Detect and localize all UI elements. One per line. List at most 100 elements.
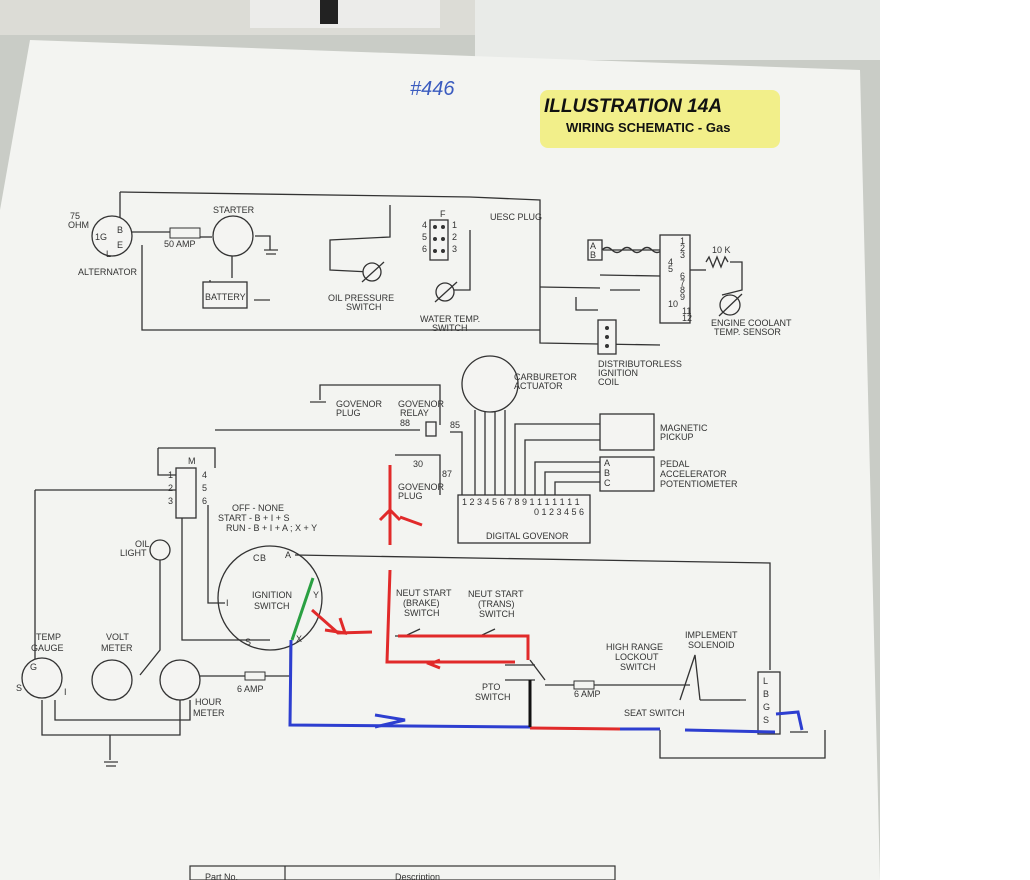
carburetor-actuator xyxy=(461,355,519,413)
temp-pin-s: S xyxy=(16,683,22,693)
starter xyxy=(212,215,254,257)
highlight xyxy=(540,90,780,148)
digital-governor xyxy=(457,494,591,544)
svg-text:3: 3 xyxy=(680,250,685,260)
gov-plug-label-2: PLUG xyxy=(336,408,361,418)
ecu-connector xyxy=(659,234,691,324)
neut-brake-label-3: SWITCH xyxy=(404,608,440,618)
pedal-pin-b: B xyxy=(604,468,610,478)
fuse-50amp xyxy=(169,227,201,239)
f-pin-2: 2 xyxy=(452,232,457,242)
lbgs-pin-s: S xyxy=(763,715,769,725)
temp-gauge-label-2: GAUGE xyxy=(31,643,64,653)
ign-pin-y: Y xyxy=(313,590,319,600)
dist-label-3: COIL xyxy=(598,377,619,387)
oil-pressure-label: OIL PRESSURE xyxy=(328,293,394,303)
coolant-label-2: TEMP. SENSOR xyxy=(714,327,781,337)
resistor-10k-label: 10 K xyxy=(712,245,731,255)
oil-light-label: OIL xyxy=(135,539,150,549)
connector-f xyxy=(429,219,449,261)
gov-plug2-label: GOVENOR xyxy=(398,482,445,492)
volt-meter-label: VOLT xyxy=(106,632,129,642)
temp-pin-i: I xyxy=(64,687,67,697)
pedal-potentiometer xyxy=(599,456,655,492)
oil-light-label-2: LIGHT xyxy=(120,548,147,558)
device-slot xyxy=(320,0,338,24)
ign-pin-c: C xyxy=(253,553,260,563)
battery xyxy=(202,281,248,309)
ecu-pins: 1 2 3 4 5 6 7 8 9 10 11 12 xyxy=(668,236,692,323)
alt-pin-l: L xyxy=(106,249,111,259)
oil-pressure-label-2: SWITCH xyxy=(346,302,382,312)
svg-text:9: 9 xyxy=(680,292,685,302)
page-subtitle: WIRING SCHEMATIC - Gas xyxy=(566,120,730,135)
hour-meter-label-2: METER xyxy=(193,708,225,718)
implement-label-2: SOLENOID xyxy=(688,640,735,650)
ab-pin-b: B xyxy=(590,250,596,260)
temp-pin-g: G xyxy=(30,662,37,672)
volt-meter xyxy=(91,659,133,701)
relay-pin-88: 88 xyxy=(400,418,410,428)
m-connector-label: M xyxy=(188,456,196,466)
svg-text:12: 12 xyxy=(682,313,692,323)
neut-brake-label: NEUT START xyxy=(396,588,452,598)
ground-symbols xyxy=(104,249,808,767)
alt-pin-1g: 1G xyxy=(95,232,107,242)
gov-plug-label: GOVENOR xyxy=(336,399,383,409)
red-path xyxy=(311,465,621,731)
m-pin-4: 4 xyxy=(202,470,207,480)
volt-meter-label-2: METER xyxy=(101,643,133,653)
svg-text:10: 10 xyxy=(668,299,678,309)
high-range-label-3: SWITCH xyxy=(620,662,656,672)
battery-label: BATTERY xyxy=(205,292,246,302)
magnetic-pickup xyxy=(599,413,655,451)
seat-switch-label: SEAT SWITCH xyxy=(624,708,685,718)
alt-pin-b: B xyxy=(117,225,123,235)
pedal-label-3: POTENTIOMETER xyxy=(660,479,738,489)
alternator-label: ALTERNATOR xyxy=(78,267,138,277)
temp-gauge xyxy=(21,657,63,699)
ign-pin-a: A xyxy=(285,550,291,560)
legend-run: RUN - B + I + A ; X + Y xyxy=(226,523,317,533)
connector-f-label: F xyxy=(440,209,446,219)
relay-pin-87: 87 xyxy=(442,469,452,479)
svg-text:5: 5 xyxy=(668,264,673,274)
ign-pin-x: X xyxy=(296,634,302,644)
water-temp-label-2: SWITCH xyxy=(432,323,468,333)
gov-relay-label-2: RELAY xyxy=(400,408,429,418)
implement-label: IMPLEMENT xyxy=(685,630,738,640)
coolant-label: ENGINE COOLANT xyxy=(711,318,792,328)
legend-off: OFF - NONE xyxy=(232,503,284,513)
pto-label: PTO xyxy=(482,682,500,692)
relay-pin-85: 85 xyxy=(450,420,460,430)
mag-label: MAGNETIC xyxy=(660,423,708,433)
m-pin-2: 2 xyxy=(168,483,173,493)
svg-text:4: 4 xyxy=(668,257,673,267)
svg-text:11: 11 xyxy=(682,306,691,316)
parts-table-fragment: Part No. Description xyxy=(189,865,616,880)
temp-gauge-label: TEMP xyxy=(36,632,61,642)
neut-trans-label-2: (TRANS) xyxy=(478,599,515,609)
dist-label: DISTRIBUTORLESS xyxy=(598,359,682,369)
f-pin-4: 4 xyxy=(422,220,427,230)
svg-text:8: 8 xyxy=(680,285,685,295)
ign-pin-b: B xyxy=(260,553,266,563)
table-header-description: Description xyxy=(395,872,440,880)
top-circuit: 75 OHM 1G B E L ALTERNATOR 50 AMP STARTE… xyxy=(68,191,792,387)
page-title: ILLUSTRATION 14A xyxy=(544,96,722,117)
lbgs-connector xyxy=(757,671,781,735)
lbgs-pin-l: L xyxy=(763,676,768,686)
pedal-label: PEDAL xyxy=(660,459,690,469)
governor-relay xyxy=(425,421,437,437)
table-header-part-no: Part No. xyxy=(205,872,238,880)
svg-text:7: 7 xyxy=(680,278,685,288)
alt-pin-e: E xyxy=(117,240,123,250)
ign-pin-i: I xyxy=(226,598,229,608)
hour-meter-label: HOUR xyxy=(195,697,222,707)
f-pin-1: 1 xyxy=(452,220,457,230)
handwritten-note: #446 xyxy=(410,78,455,100)
uesc-plug-label: UESC PLUG xyxy=(490,212,542,222)
fuse-label: 50 AMP xyxy=(164,239,196,249)
